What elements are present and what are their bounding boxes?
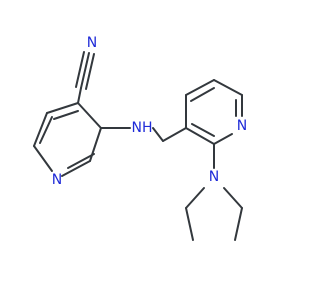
left-ring-bond-3	[61, 160, 91, 177]
nitrile-triple-bond-c	[85, 53, 95, 90]
molecule-structure: N NH N N N	[33, 35, 247, 241]
methylene-bond	[162, 127, 187, 142]
right-ring-bond-2-double	[190, 87, 215, 102]
right-ring-bond-2	[185, 79, 215, 96]
nitrile-group	[75, 51, 95, 104]
ethyl-right-bond-2	[234, 207, 243, 241]
right-ring-bond-6-double	[191, 123, 215, 137]
nitrile-triple-bond-a	[80, 52, 90, 89]
right-ring-bond-5	[213, 133, 233, 145]
ethyl-left-bond-2	[185, 207, 194, 241]
ethyl-left-bond-1	[185, 187, 205, 209]
right-pyridine-ring	[185, 79, 243, 145]
nitrile-single-bond	[77, 87, 82, 104]
right-ring-bond-3	[213, 79, 243, 96]
left-ring-bond-1	[77, 102, 102, 129]
left-ring-bond-5-double	[39, 116, 53, 144]
left-ring-bond-5	[33, 112, 48, 147]
right-ring-bond-6	[185, 127, 215, 145]
diethylamino-group	[185, 143, 243, 241]
amine-linker	[100, 127, 187, 142]
nitrile-nitrogen-label: N	[87, 35, 97, 51]
nitrile-triple-bond-b	[75, 51, 85, 88]
left-ring-bond-4	[33, 145, 53, 172]
right-ring-nitrogen-label: N	[237, 118, 247, 134]
left-ring-bond-6	[46, 102, 79, 114]
amine-nh-label: NH	[132, 120, 153, 136]
diethylamino-nitrogen-label: N	[209, 169, 219, 185]
left-ring-nitrogen-label: N	[52, 172, 62, 188]
left-pyridine-ring	[33, 102, 102, 177]
left-ring-bond-6-double	[53, 110, 79, 120]
amine-bond-right	[152, 127, 164, 142]
left-ring-bond-3-double	[67, 153, 95, 169]
ethyl-right-bond-1	[223, 187, 243, 209]
